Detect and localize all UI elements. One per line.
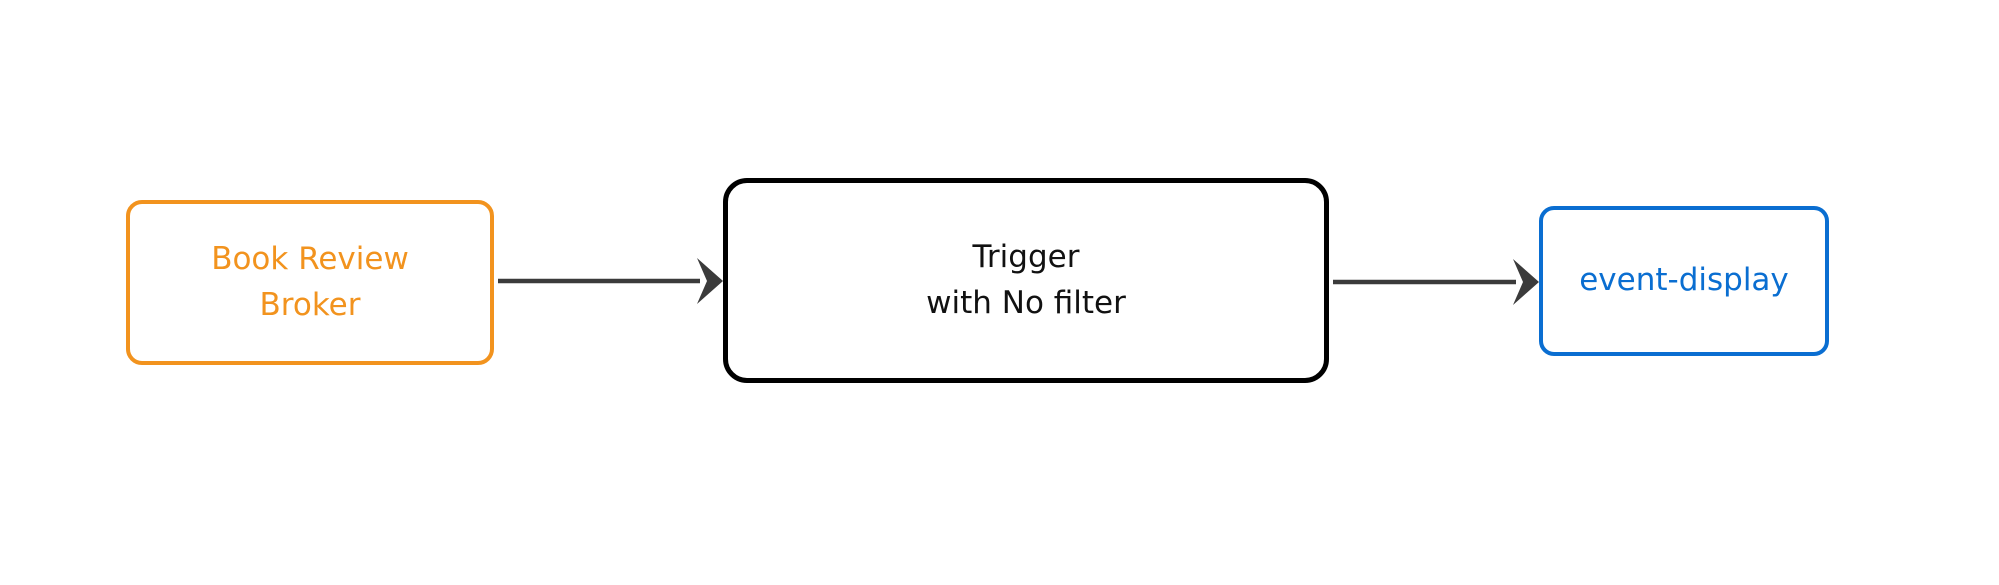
node-trigger-label: Trigger with No filter (926, 238, 1126, 321)
node-book-review-broker-label: Book Review Broker (211, 240, 409, 323)
node-trigger[interactable]: Trigger with No filter (723, 178, 1329, 383)
node-event-display-label: event-display (1579, 262, 1789, 299)
node-event-display[interactable]: event-display (1539, 206, 1829, 356)
edge-broker-to-trigger-arrowhead (697, 258, 723, 304)
node-book-review-broker[interactable]: Book Review Broker (126, 200, 494, 365)
edge-trigger-to-sink-arrowhead (1513, 259, 1539, 305)
